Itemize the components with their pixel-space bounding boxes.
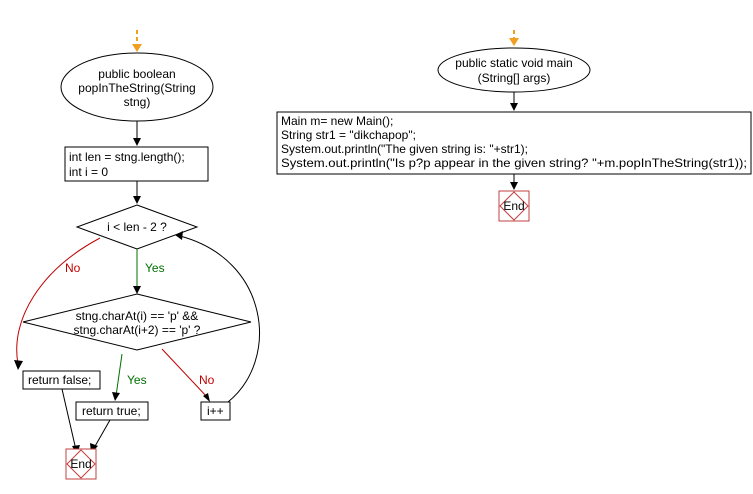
loop-condition: i < len - 2 ? bbox=[107, 220, 167, 234]
right-end-terminal: End bbox=[498, 190, 530, 222]
code-line2: String str1 = "dikchapop"; bbox=[281, 128, 416, 142]
left-start-line3: stng) bbox=[124, 95, 151, 109]
main-code-box: Main m= new Main(); String str1 = "dikch… bbox=[276, 111, 752, 175]
loop-back-connector bbox=[175, 231, 260, 403]
return-true-text: return true; bbox=[82, 404, 141, 418]
loop-yes-branch: Yes bbox=[133, 249, 165, 294]
connector-false-end bbox=[61, 388, 80, 455]
check-line2: stng.charAt(i+2) == 'p' ? bbox=[74, 323, 201, 337]
right-start-terminal: public static void main (String[] args) bbox=[437, 47, 591, 93]
return-false-box: return false; bbox=[22, 370, 101, 390]
left-entry-arrow bbox=[132, 30, 142, 52]
left-end-text: End bbox=[70, 457, 91, 471]
check-decision: stng.charAt(i) == 'p' && stng.charAt(i+2… bbox=[22, 293, 252, 351]
code-line4: System.out.println("Is p?p appear in the… bbox=[281, 156, 747, 170]
check-yes-branch: Yes bbox=[112, 353, 147, 401]
left-start-line2: popInTheString(String bbox=[78, 81, 195, 95]
code-line3: System.out.println("The given string is:… bbox=[281, 142, 528, 156]
loop-no-label: No bbox=[65, 261, 81, 275]
right-end-text: End bbox=[503, 199, 524, 213]
connector-true-end bbox=[90, 419, 111, 453]
check-no-branch: No bbox=[161, 348, 215, 402]
right-start-line2: (String[] args) bbox=[478, 71, 551, 85]
check-no-label: No bbox=[199, 373, 215, 387]
increment-box: i++ bbox=[200, 401, 231, 421]
loop-decision: i < len - 2 ? bbox=[75, 204, 199, 250]
loop-yes-label: Yes bbox=[145, 261, 165, 275]
return-false-text: return false; bbox=[28, 373, 91, 387]
init-line1: int len = stng.length(); bbox=[69, 150, 185, 164]
check-line1: stng.charAt(i) == 'p' && bbox=[76, 309, 199, 323]
left-start-terminal: public boolean popInTheString(String stn… bbox=[60, 52, 214, 122]
increment-text: i++ bbox=[207, 404, 224, 418]
return-true-box: return true; bbox=[75, 401, 149, 421]
loop-no-branch: No bbox=[14, 237, 101, 370]
right-start-line1: public static void main bbox=[455, 56, 572, 70]
init-process-box: int len = stng.length(); int i = 0 bbox=[64, 146, 209, 182]
check-yes-label: Yes bbox=[127, 373, 147, 387]
left-start-line1: public boolean bbox=[98, 67, 175, 81]
right-entry-arrow bbox=[509, 30, 519, 46]
code-line1: Main m= new Main(); bbox=[281, 114, 393, 128]
init-line2: int i = 0 bbox=[69, 165, 108, 179]
left-end-terminal: End bbox=[65, 448, 97, 480]
